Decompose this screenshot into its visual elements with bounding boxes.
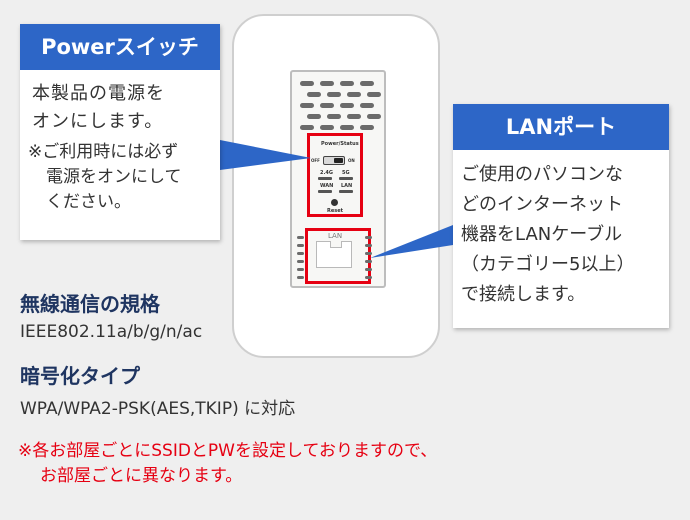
- switch-knob: [334, 158, 343, 163]
- vent-row: [300, 81, 374, 86]
- lan-callout-body: ご使用のパソコンな どのインターネット 機器をLANケーブル （カテゴリー5以上…: [453, 150, 669, 310]
- power-line-1: 本製品の電源を: [32, 83, 165, 104]
- led-label-lan: LAN: [341, 183, 353, 189]
- led-label-wan: WAN: [320, 183, 334, 189]
- lan-callout-title: LANポート: [453, 104, 669, 150]
- lan-line-1: ご使用のパソコンな: [461, 164, 623, 185]
- vent-row: [307, 114, 381, 119]
- led-24g: [318, 177, 332, 180]
- switch-on-label: ON: [348, 158, 355, 163]
- lan-line-5: で接続します。: [461, 284, 586, 305]
- vent-row: [307, 92, 381, 97]
- wireless-standard-heading: 無線通信の規格: [20, 292, 160, 316]
- power-panel-highlight: [307, 133, 363, 217]
- led-wan: [318, 190, 332, 193]
- encryption-value: WPA/WPA2-PSK(AES,TKIP) に対応: [20, 399, 296, 419]
- lan-vent-right: [365, 236, 372, 279]
- led-lan: [339, 190, 353, 193]
- reset-label: Reset: [327, 208, 343, 214]
- encryption-heading: 暗号化タイプ: [20, 364, 140, 388]
- power-switch-callout: Powerスイッチ 本製品の電源を オンにします。 ※ご利用時には必ず 電源をオ…: [20, 24, 220, 240]
- ssid-note: ※各お部屋ごとにSSIDとPWを設定しておりますので、 お部屋ごとに異なります。: [18, 439, 437, 489]
- led-5g: [339, 177, 353, 180]
- power-callout-note: ※ご利用時には必ず 電源をオンにして ください。: [20, 136, 220, 215]
- ssid-note-line-2: お部屋ごとに異なります。: [40, 466, 243, 486]
- vent-row: [300, 103, 374, 108]
- lan-port-callout: LANポート ご使用のパソコンな どのインターネット 機器をLANケーブル （カ…: [453, 104, 669, 328]
- wireless-standard-value: IEEE802.11a/b/g/n/ac: [20, 322, 203, 342]
- ssid-note-line-1: ※各お部屋ごとにSSIDとPWを設定しておりますので、: [18, 441, 438, 461]
- panel-title: Power/Status: [321, 141, 359, 147]
- vent-row: [300, 125, 374, 130]
- lan-port-label: LAN: [328, 232, 343, 240]
- lan-line-3: 機器をLANケーブル: [461, 224, 623, 245]
- lan-line-4: （カテゴリー5以上）: [461, 254, 635, 275]
- power-callout-title: Powerスイッチ: [20, 24, 220, 70]
- power-note-line-1: ※ご利用時には必ず: [28, 142, 179, 162]
- led-label-5g: 5G: [342, 170, 350, 176]
- lan-vent-left: [297, 236, 304, 279]
- power-line-2: オンにします。: [32, 111, 164, 132]
- switch-off-label: OFF: [311, 158, 320, 163]
- power-note-line-2: 電源をオンにして: [46, 167, 182, 187]
- lan-pointer: [370, 225, 453, 258]
- lan-line-2: どのインターネット: [461, 194, 623, 215]
- led-label-24g: 2.4G: [320, 170, 333, 176]
- reset-button[interactable]: [331, 199, 338, 206]
- power-pointer: [220, 140, 311, 170]
- power-switch[interactable]: [323, 156, 345, 165]
- lan-port[interactable]: [316, 241, 352, 268]
- power-note-line-3: ください。: [46, 192, 131, 212]
- lan-port-highlight: [305, 228, 371, 284]
- power-callout-body: 本製品の電源を オンにします。: [20, 70, 220, 136]
